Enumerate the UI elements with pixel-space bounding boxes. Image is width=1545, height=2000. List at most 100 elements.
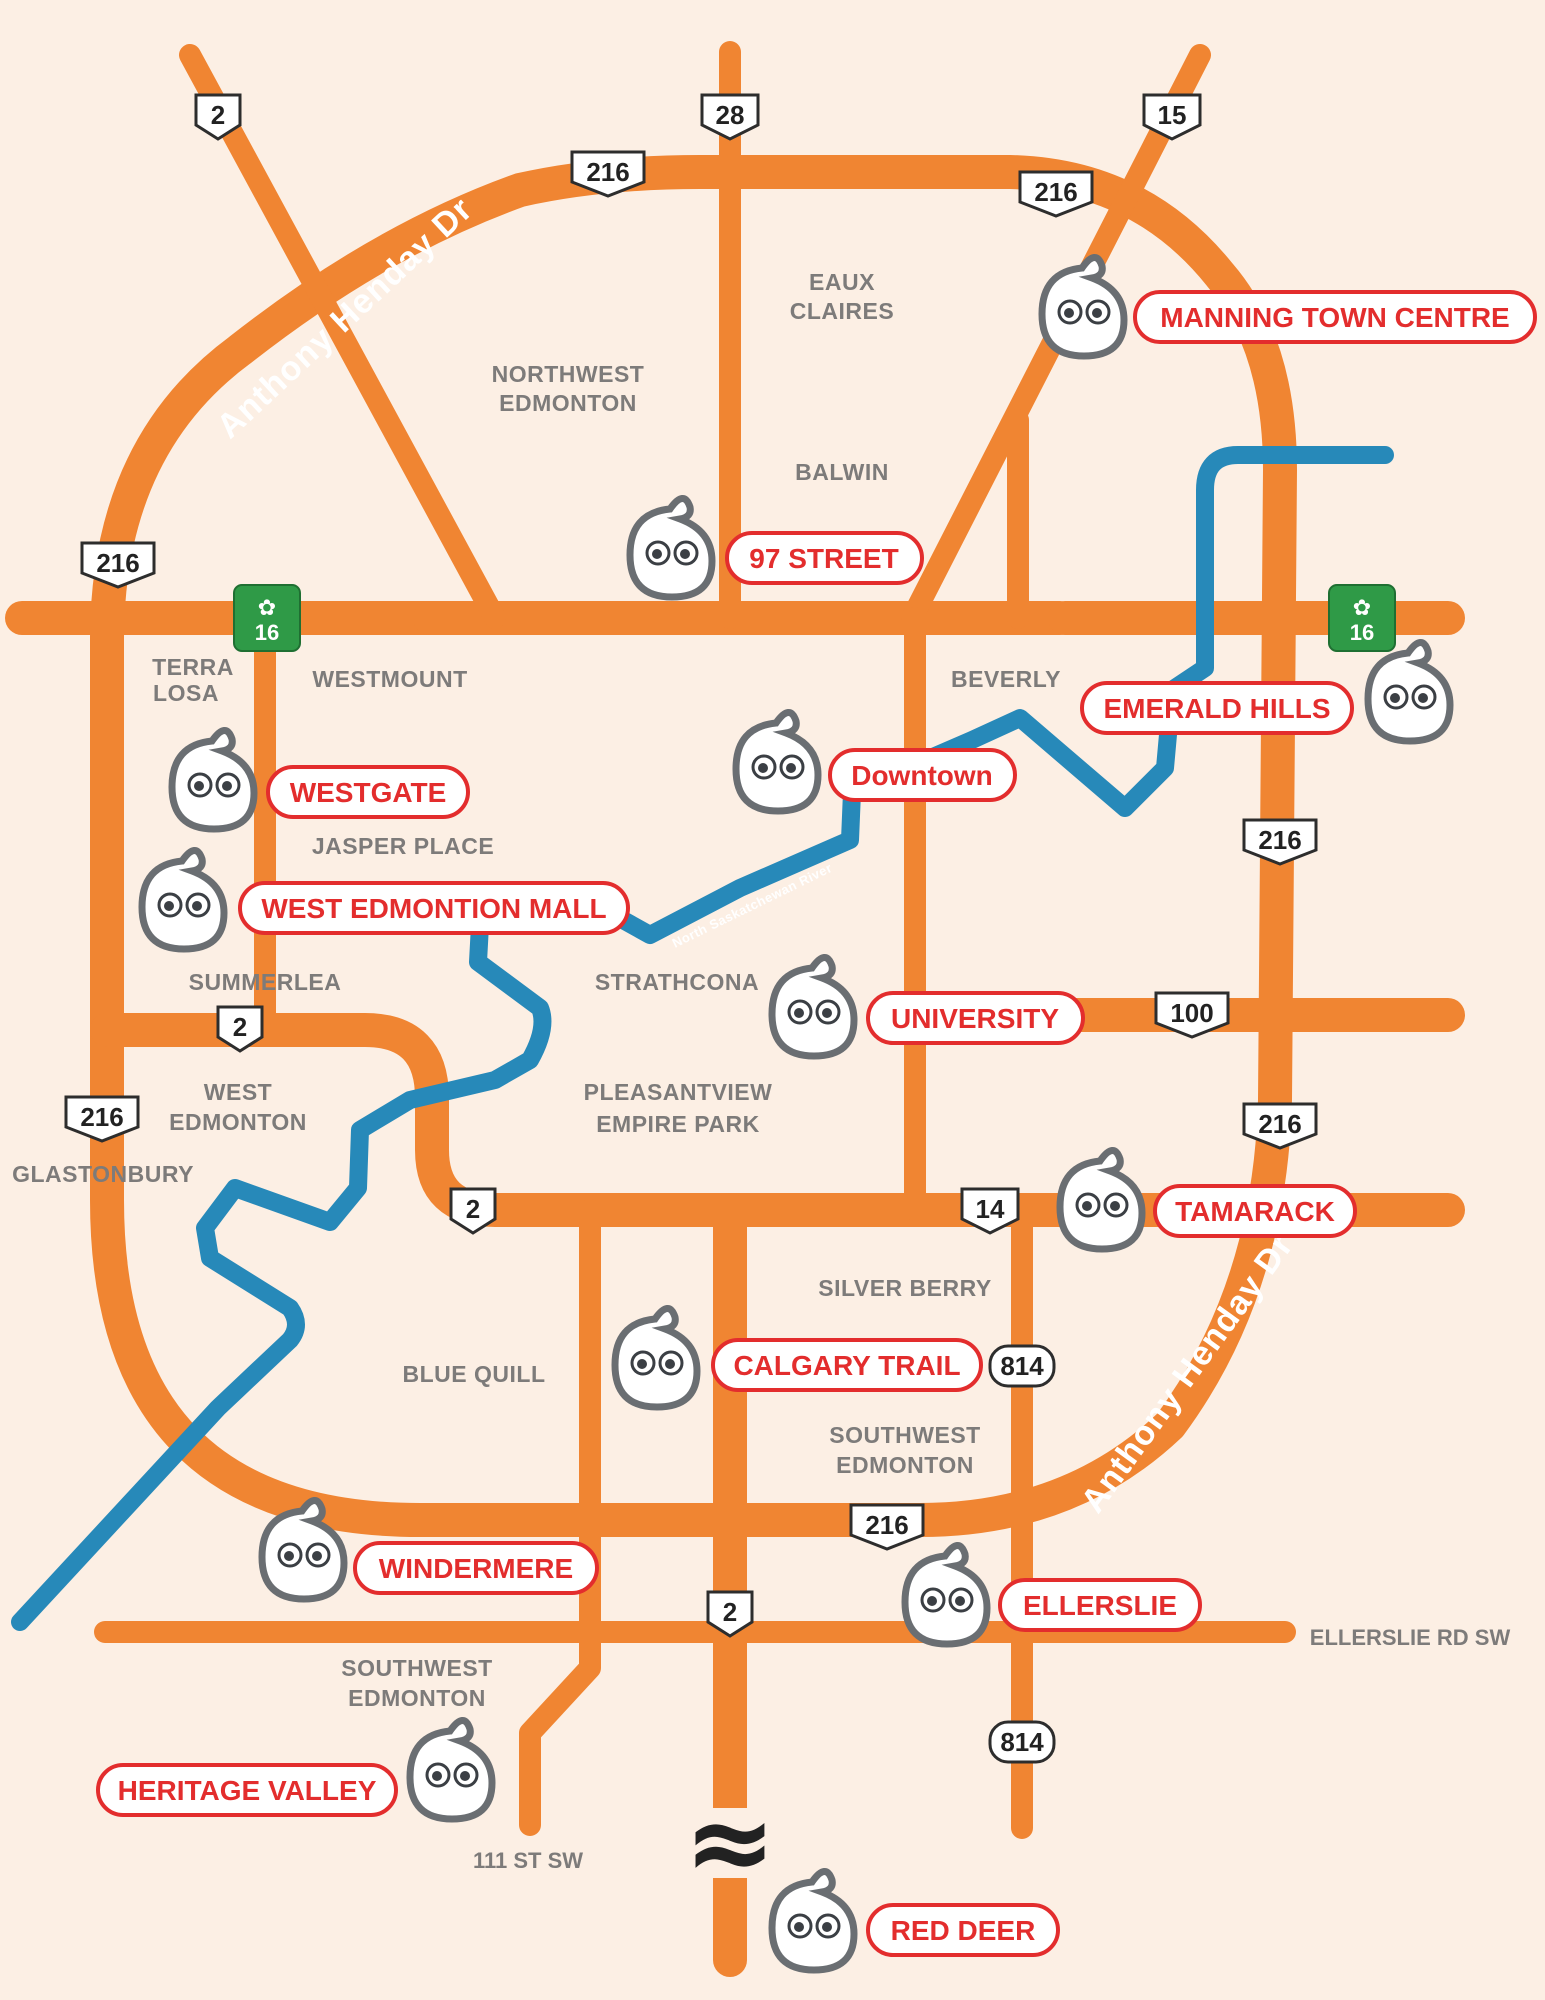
highway-shield-216: 216 — [1242, 1102, 1318, 1150]
hood-pleasantview: PLEASANTVIEW — [584, 1079, 773, 1105]
location-label-box — [998, 1578, 1202, 1632]
svg-text:216: 216 — [1034, 177, 1077, 207]
location-label-box — [711, 1338, 983, 1392]
location-label: EMERALD HILLS — [1103, 693, 1330, 724]
svg-text:2: 2 — [211, 100, 225, 130]
hood-summerlea: SUMMERLEA — [189, 969, 342, 995]
hood-west-edmonton-2: EDMONTON — [169, 1109, 307, 1135]
hood-silver-berry: SILVER BERRY — [818, 1275, 991, 1301]
highway-shield-2: 2 — [706, 1590, 754, 1638]
location-westgate[interactable]: WESTGATE — [172, 730, 470, 829]
location-label-box — [866, 991, 1085, 1045]
svg-text:814: 814 — [1000, 1727, 1044, 1757]
highway-shield-2: 2 — [194, 93, 242, 141]
location-label-box — [828, 748, 1017, 802]
highway-shield-216: 216 — [1242, 818, 1318, 866]
location-label: Downtown — [851, 760, 993, 791]
svg-text:28: 28 — [716, 100, 745, 130]
svg-text:2: 2 — [233, 1012, 247, 1042]
hood-jasper-place: JASPER PLACE — [312, 833, 494, 859]
mascot-icon — [1060, 1150, 1142, 1249]
111-street — [519, 1199, 601, 1836]
svg-text:100: 100 — [1170, 998, 1213, 1028]
mascot-icon — [736, 712, 818, 811]
111-st-label: 111 ST SW — [473, 1848, 583, 1873]
hood-northwest-1: NORTHWEST — [492, 361, 645, 387]
hood-westmount: WESTMOUNT — [312, 666, 467, 692]
location-downtown[interactable]: Downtown — [736, 712, 1017, 811]
location-ellerslie[interactable]: ELLERSLIE — [905, 1545, 1202, 1644]
svg-text:14: 14 — [976, 1194, 1005, 1224]
svg-text:216: 216 — [96, 548, 139, 578]
hood-beverly: BEVERLY — [951, 666, 1061, 692]
svg-text:✿: ✿ — [1353, 595, 1371, 620]
mascot-icon — [630, 498, 712, 597]
highway-shield-216: 216 — [80, 541, 156, 589]
location-label: MANNING TOWN CENTRE — [1160, 302, 1509, 333]
hood-southwest-1: SOUTHWEST — [829, 1422, 980, 1448]
location-label: HERITAGE VALLEY — [118, 1775, 377, 1806]
mascot-icon — [142, 850, 224, 949]
location-label-box — [1133, 290, 1537, 344]
mascot-icon — [772, 957, 854, 1056]
highway-shields: 2 28 15 216 216 216 216 100 — [64, 93, 1396, 1764]
location-emerald-hills[interactable]: EMERALD HILLS — [1080, 642, 1450, 741]
highway-shield-100: 100 — [1154, 991, 1230, 1039]
road-break-symbol: ≈ — [684, 1778, 776, 1906]
location-label-box — [866, 1903, 1060, 1957]
location-calgary-trail[interactable]: CALGARY TRAIL — [615, 1308, 983, 1407]
location-university[interactable]: UNIVERSITY — [772, 957, 1085, 1056]
location-windermere[interactable]: WINDERMERE — [262, 1500, 599, 1599]
hood-west-edmonton-1: WEST — [204, 1079, 272, 1105]
mascot-icon — [905, 1545, 987, 1644]
svg-text:216: 216 — [865, 1510, 908, 1540]
svg-text:216: 216 — [586, 157, 629, 187]
location-label-box — [353, 1541, 599, 1595]
location-manning-town-centre[interactable]: MANNING TOWN CENTRE — [1042, 257, 1537, 356]
hood-eaux-claires-1: EAUX — [809, 269, 875, 295]
henday-south-label: Anthony Henday Dr — [1074, 1227, 1301, 1520]
hood-balwin: BALWIN — [795, 459, 889, 485]
location-label: WESTGATE — [290, 777, 447, 808]
hood-glastonbury: GLASTONBURY — [12, 1161, 194, 1187]
svg-text:2: 2 — [466, 1194, 480, 1224]
mascot-icon — [1368, 642, 1450, 741]
hood-southwest-2: EDMONTON — [836, 1452, 974, 1478]
highway-shield-28: 28 — [700, 93, 760, 141]
svg-text:15: 15 — [1158, 100, 1187, 130]
mascot-icon — [410, 1720, 492, 1819]
hood-empire-park: EMPIRE PARK — [596, 1111, 760, 1137]
location-label: 97 STREET — [749, 543, 898, 574]
location-heritage-valley[interactable]: HERITAGE VALLEY — [96, 1720, 492, 1819]
location-red-deer[interactable]: RED DEER — [772, 1871, 1060, 1970]
highway-shield-15: 15 — [1142, 93, 1202, 141]
highway-shield-14: 14 — [960, 1187, 1020, 1235]
hood-terra-losa-2: LOSA — [153, 680, 219, 706]
location-label: TAMARACK — [1175, 1196, 1335, 1227]
location-97-street[interactable]: 97 STREET — [630, 498, 924, 597]
location-label: UNIVERSITY — [891, 1003, 1059, 1034]
road-break-mask — [690, 1808, 770, 1878]
location-west-edmonton-mall[interactable]: WEST EDMONTION MALL — [142, 850, 630, 949]
hood-southwest-b1: SOUTHWEST — [341, 1655, 492, 1681]
ellerslie-rd-label: ELLERSLIE RD SW — [1310, 1625, 1511, 1650]
location-tamarack[interactable]: TAMARACK — [1060, 1150, 1357, 1249]
svg-text:216: 216 — [1258, 1109, 1301, 1139]
location-label-box — [1153, 1184, 1357, 1238]
hood-eaux-claires-2: CLAIRES — [790, 298, 894, 324]
highway-shield-216: 216 — [849, 1503, 925, 1551]
neighbourhood-labels: EAUX CLAIRES NORTHWEST EDMONTON BALWIN T… — [12, 269, 1510, 1873]
henday-north-label: Anthony Henday Dr — [210, 190, 480, 446]
mascot-icon — [772, 1871, 854, 1970]
location-label: ELLERSLIE — [1023, 1590, 1177, 1621]
svg-text:216: 216 — [80, 1102, 123, 1132]
location-label-box — [266, 765, 470, 819]
highway-shield-216: 216 — [570, 150, 646, 198]
location-label-box — [96, 1763, 398, 1817]
mascot-icon — [172, 730, 254, 829]
svg-text:814: 814 — [1000, 1351, 1044, 1381]
highway-shield-2: 2 — [449, 1187, 497, 1235]
location-label: WINDERMERE — [379, 1553, 573, 1584]
svg-text:✿: ✿ — [258, 595, 276, 620]
